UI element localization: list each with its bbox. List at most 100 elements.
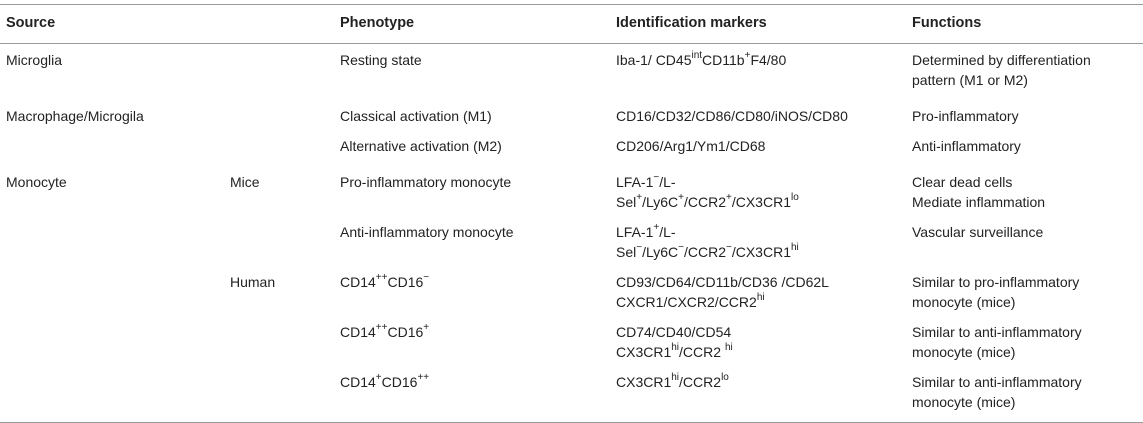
text-line: Similar to anti-inflammatory xyxy=(912,324,1082,340)
cell-subgroup xyxy=(224,44,334,95)
cell-source xyxy=(0,216,224,266)
text-segment: CD14 xyxy=(340,324,376,340)
superscript: + xyxy=(636,192,643,204)
text-segment: CD16 xyxy=(387,274,424,290)
text-segment: Sel xyxy=(616,244,637,260)
text-line: monocyte (mice) xyxy=(912,394,1016,410)
cell-markers: LFA-1−/L-Sel+/Ly6C+/CCR2+/CX3CR1lo xyxy=(610,160,906,216)
text-segment: /L- xyxy=(659,224,676,240)
superscript: + xyxy=(653,222,660,234)
text-line: pattern (M1 or M2) xyxy=(912,72,1028,88)
text-segment: LFA-1 xyxy=(616,174,654,190)
superscript: hi xyxy=(724,342,733,354)
superscript: hi xyxy=(756,292,765,304)
text-segment: CD16 xyxy=(387,324,424,340)
text-segment: CD11b xyxy=(702,52,745,68)
superscript: − xyxy=(423,272,430,284)
cell-phenotype: CD14++CD16− xyxy=(334,266,610,316)
text-line: Similar to pro-inflammatory xyxy=(912,274,1080,290)
superscript: + xyxy=(744,50,751,62)
superscript: lo xyxy=(721,372,729,384)
text-segment: /L- xyxy=(659,174,676,190)
text-segment: CD206/Arg1/Ym1/CD68 xyxy=(616,138,766,154)
text-segment: /Ly6C xyxy=(642,244,679,260)
superscript: − xyxy=(678,242,684,254)
text-line: Anti-inflammatory xyxy=(912,138,1021,154)
cell-functions: Pro-inflammatory xyxy=(906,94,1143,130)
text-segment: CX3CR1 xyxy=(616,344,672,360)
superscript: + xyxy=(678,192,684,204)
cell-phenotype: Resting state xyxy=(340,52,422,68)
header-row: Source Phenotype Identification markers … xyxy=(0,4,1143,44)
text-segment: Iba-1/ CD45 xyxy=(616,52,692,68)
table-header: Source Phenotype Identification markers … xyxy=(0,4,1143,44)
text-segment: F4/80 xyxy=(750,52,787,68)
text-segment: CX3CR1 xyxy=(616,374,672,390)
text-line: Mediate inflammation xyxy=(912,194,1046,210)
text-segment: CXCR1/CXCR2/CCR2 xyxy=(616,294,757,310)
superscript: hi xyxy=(790,242,799,254)
text-segment: /CX3CR1 xyxy=(731,194,791,210)
cell-source: Macrophage/Microgila xyxy=(6,108,144,124)
cell-source: Microglia xyxy=(6,52,63,68)
cell-phenotype: Classical activation (M1) xyxy=(340,108,492,124)
text-line: Clear dead cells xyxy=(912,174,1013,190)
table-row: Microglia Resting state Iba-1/ CD45intCD11… xyxy=(0,44,1143,95)
superscript: − xyxy=(726,242,732,254)
text-segment: /Ly6C xyxy=(642,194,679,210)
table-row: Alternative activation (M2) CD206/Arg1/Ym… xyxy=(0,130,1143,160)
text-line: monocyte (mice) xyxy=(912,344,1016,360)
cell-source: Monocyte xyxy=(6,174,67,190)
superscript: + xyxy=(423,322,430,334)
superscript: + xyxy=(726,192,732,204)
text-segment: Sel xyxy=(616,194,637,210)
text-segment: /CCR2 xyxy=(683,244,726,260)
cell-source xyxy=(0,316,224,366)
text-segment: /CCR2 xyxy=(683,194,726,210)
header-markers: Identification markers xyxy=(610,4,906,44)
cell-markers: Iba-1/ CD45intCD11b+F4/80 xyxy=(610,44,906,95)
cell-phenotype: Alternative activation (M2) xyxy=(340,138,502,154)
cell-markers: LFA-1+/L-Sel−/Ly6C−/CCR2−/CX3CR1hi xyxy=(610,216,906,266)
table-container: Source Phenotype Identification markers … xyxy=(0,4,1143,423)
cell-subgroup xyxy=(224,130,334,160)
text-segment: CD16 xyxy=(381,374,418,390)
cell-phenotype-table: Source Phenotype Identification markers … xyxy=(0,4,1143,423)
cell-source xyxy=(0,130,224,160)
superscript: int xyxy=(691,50,703,62)
cell-subgroup: Human xyxy=(230,274,276,290)
cell-phenotype: Pro-inflammatory monocyte xyxy=(340,174,512,190)
text-line: Similar to anti-inflammatory xyxy=(912,374,1082,390)
text-line: Determined by differentiation xyxy=(912,52,1091,68)
cell-functions: Determined by differentiation pattern (M1… xyxy=(906,44,1143,95)
text-segment: /CX3CR1 xyxy=(731,244,791,260)
superscript: ++ xyxy=(375,272,388,284)
superscript: − xyxy=(636,242,643,254)
cell-markers: CX3CR1hi/CCR2lo xyxy=(610,366,906,423)
cell-functions: Similar to anti-inflammatory monocyte (mi… xyxy=(906,366,1143,423)
table-body: Microglia Resting state Iba-1/ CD45intCD11… xyxy=(0,44,1143,423)
text-line: Vascular surveillance xyxy=(912,224,1044,240)
text-segment: CD74/CD40/CD54 xyxy=(616,324,732,340)
cell-subgroup xyxy=(224,366,334,423)
cell-functions: Anti-inflammatory xyxy=(906,130,1143,160)
text-line: Pro-inflammatory xyxy=(912,108,1019,124)
text-segment: CD14 xyxy=(340,374,376,390)
text-segment: /CCR2 xyxy=(679,344,725,360)
superscript: lo xyxy=(790,192,799,204)
text-segment: CD14 xyxy=(340,274,376,290)
text-segment: LFA-1 xyxy=(616,224,654,240)
superscript: ++ xyxy=(375,322,388,334)
cell-subgroup xyxy=(224,316,334,366)
superscript: hi xyxy=(671,372,680,384)
cell-source xyxy=(0,366,224,423)
cell-phenotype: CD14++CD16+ xyxy=(334,316,610,366)
